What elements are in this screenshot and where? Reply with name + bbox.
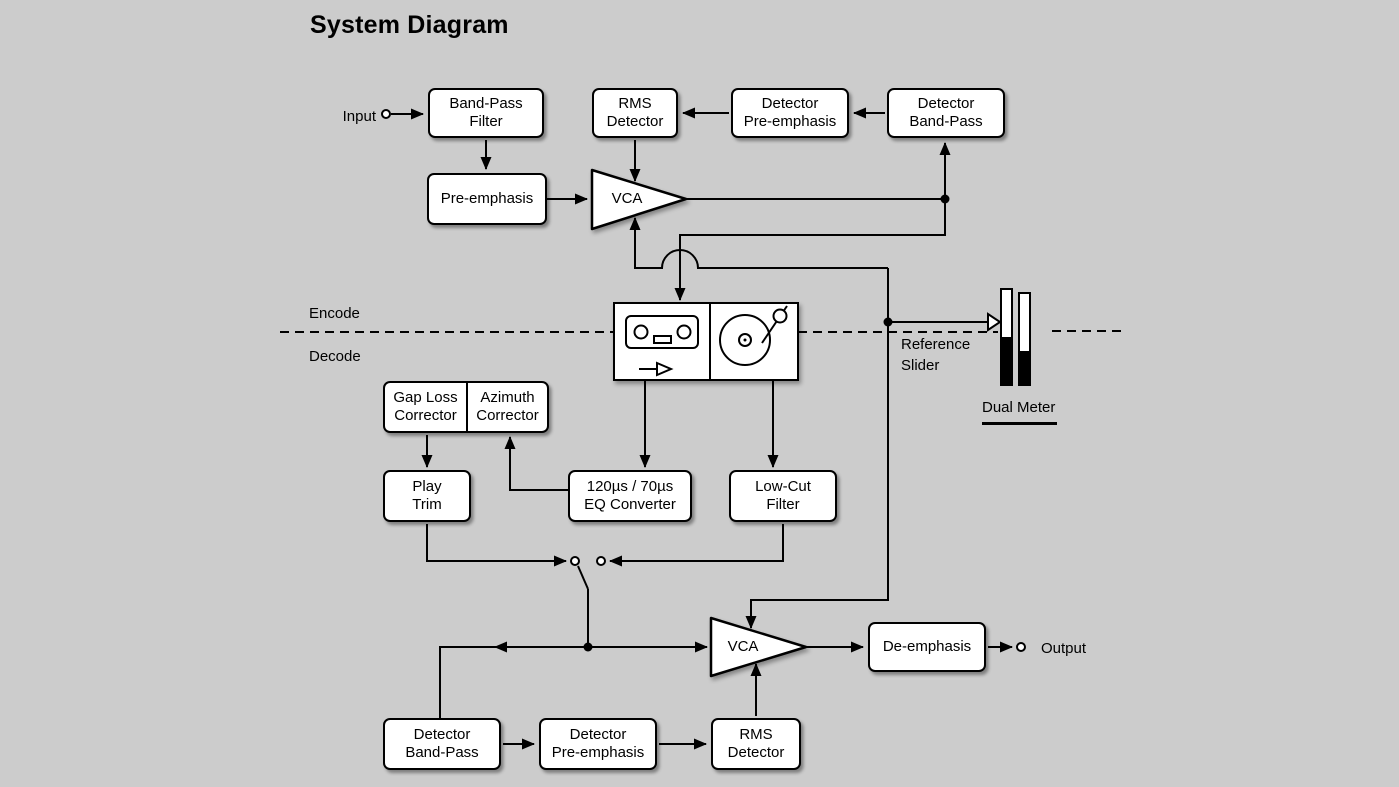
page-title: System Diagram bbox=[310, 11, 509, 39]
block-label: Detector Band-Pass bbox=[909, 95, 983, 130]
block-label: Low-Cut Filter bbox=[755, 478, 811, 513]
encode-label: Encode bbox=[309, 305, 360, 322]
block-band-pass-filter: Band-Pass Filter bbox=[428, 88, 544, 138]
switch-lever-line bbox=[577, 565, 589, 590]
block-label: RMS Detector bbox=[606, 95, 664, 130]
switch-contact-left-icon[interactable] bbox=[570, 556, 580, 566]
decode-sidechain-line bbox=[439, 646, 588, 718]
switch-contact-right-icon[interactable] bbox=[596, 556, 606, 566]
encode-decode-dashed-line bbox=[280, 330, 1122, 333]
connector-lines bbox=[280, 107, 1122, 750]
dual-meter-label: Dual Meter bbox=[982, 397, 1058, 425]
decode-label: Decode bbox=[309, 348, 361, 365]
tape-machine-icon bbox=[613, 302, 799, 381]
block-detector-band-pass-encode: Detector Band-Pass bbox=[887, 88, 1005, 138]
block-low-cut-filter: Low-Cut Filter bbox=[729, 470, 837, 522]
block-label: De-emphasis bbox=[882, 638, 972, 655]
block-gap-loss-azimuth: Gap Loss Corrector Azimuth Corrector bbox=[383, 381, 549, 433]
terminals-and-switch bbox=[381, 109, 1026, 652]
block-label: 120µs / 70µs EQ Converter bbox=[584, 478, 676, 513]
input-label: Input bbox=[342, 108, 376, 125]
meter-bar-right-fill bbox=[1020, 351, 1029, 384]
input-terminal-icon bbox=[381, 109, 391, 119]
decode-vca-triangle bbox=[709, 616, 808, 678]
lowcut-to-switch-line bbox=[609, 524, 784, 567]
block-label: Pre-emphasis bbox=[440, 190, 534, 207]
block-de-emphasis: De-emphasis bbox=[868, 622, 986, 672]
block-detector-band-pass-decode: Detector Band-Pass bbox=[383, 718, 501, 770]
junction-dots bbox=[583, 194, 950, 652]
reference-trunk-line bbox=[745, 268, 889, 629]
block-label-azimuth-corrector: Azimuth Corrector bbox=[466, 383, 547, 431]
cassette-icon bbox=[625, 315, 699, 377]
block-label: Play Trim bbox=[412, 478, 442, 513]
block-pre-emphasis: Pre-emphasis bbox=[427, 173, 547, 225]
block-play-trim: Play Trim bbox=[383, 470, 471, 522]
block-label: Detector Pre-emphasis bbox=[743, 95, 837, 130]
junction-dot bbox=[940, 194, 950, 204]
block-label: RMS Detector bbox=[727, 726, 785, 761]
block-rms-detector-decode: RMS Detector bbox=[711, 718, 801, 770]
block-rms-detector-encode: RMS Detector bbox=[592, 88, 678, 138]
block-label: Band-Pass Filter bbox=[449, 95, 523, 130]
block-detector-pre-emphasis-decode: Detector Pre-emphasis bbox=[539, 718, 657, 770]
encode-vca-label: VCA bbox=[611, 190, 643, 207]
block-label-gap-loss-corrector: Gap Loss Corrector bbox=[393, 389, 458, 424]
output-label: Output bbox=[1041, 640, 1087, 657]
encode-vca-triangle bbox=[590, 168, 688, 231]
block-label: Detector Pre-emphasis bbox=[551, 726, 645, 761]
dual-meter-icon bbox=[1000, 288, 1031, 386]
decode-vca-label: VCA bbox=[727, 638, 759, 655]
junction-dot bbox=[583, 642, 593, 652]
playtrim-to-switch-line bbox=[426, 524, 567, 567]
output-terminal-icon bbox=[1016, 642, 1026, 652]
reference-to-encode-vca-line bbox=[629, 217, 888, 269]
vca-to-tape-line bbox=[674, 199, 946, 301]
vca-triangles bbox=[590, 168, 808, 678]
meter-bar-left-fill bbox=[1002, 337, 1011, 384]
junction-dot bbox=[883, 317, 893, 327]
block-label: Detector Band-Pass bbox=[405, 726, 479, 761]
eq-to-azimuth-line bbox=[504, 436, 568, 491]
block-eq-converter: 120µs / 70µs EQ Converter bbox=[568, 470, 692, 522]
turntable-icon bbox=[719, 305, 788, 366]
meter-bar-right bbox=[1018, 292, 1031, 386]
reference-slider-pointer-icon[interactable] bbox=[987, 312, 1002, 332]
reference-slider-label: Reference Slider bbox=[901, 336, 971, 374]
block-detector-pre-emphasis-encode: Detector Pre-emphasis bbox=[731, 88, 849, 138]
